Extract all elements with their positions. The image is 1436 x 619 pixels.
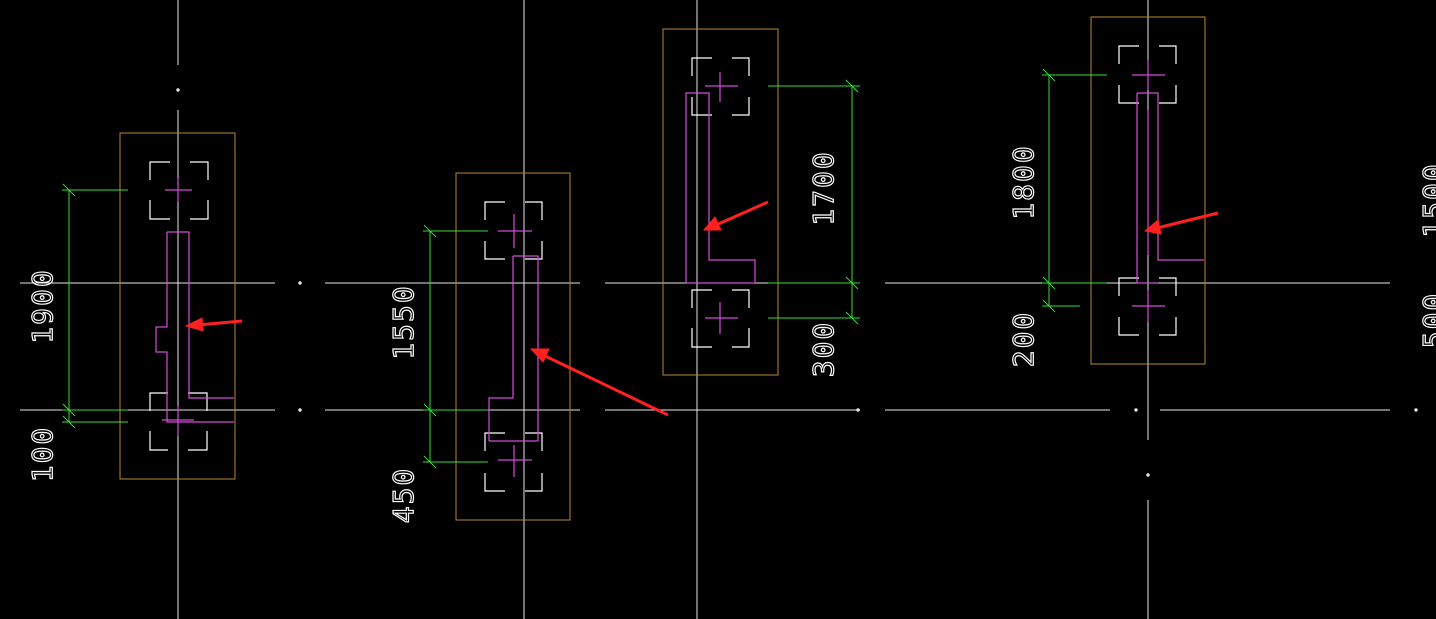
rebar-beam-2[interactable] — [488, 255, 539, 442]
dimension-text-1800[interactable]: 1800 — [1006, 144, 1040, 221]
dimension-group-2[interactable] — [423, 224, 488, 469]
column-4-bottom[interactable] — [1118, 277, 1177, 336]
rebar-beam-3[interactable] — [685, 92, 756, 284]
column-cross — [498, 445, 532, 477]
axis-lines — [20, 0, 1418, 619]
axis-dot — [1414, 408, 1418, 412]
column-symbols — [149, 45, 1177, 492]
axis-dot — [1134, 408, 1138, 412]
column-1-top[interactable] — [149, 161, 209, 220]
column-2-top[interactable] — [484, 201, 543, 260]
red-arrow-icon — [529, 348, 669, 417]
dimension-text-450[interactable]: 450 — [386, 466, 420, 524]
column-cross — [162, 406, 194, 436]
footing-outlines — [119, 16, 1206, 521]
dimension-texts: 1900 100 1550 450 1700 300 1800 200 1500… — [25, 144, 1436, 524]
column-2-bottom[interactable] — [484, 432, 543, 492]
column-cross — [705, 302, 738, 334]
footing-3[interactable] — [662, 28, 779, 376]
column-3-bottom[interactable] — [691, 289, 750, 348]
column-cross — [165, 178, 192, 202]
rebar-beam-4[interactable] — [1136, 92, 1204, 284]
dimension-group-1[interactable] — [62, 183, 128, 429]
column-cross — [1132, 60, 1165, 90]
axis-dot — [298, 408, 302, 412]
axis-dot — [176, 88, 180, 92]
column-cross — [498, 214, 532, 248]
dimension-text-1550[interactable]: 1550 — [386, 284, 420, 361]
dimension-text-1700[interactable]: 1700 — [806, 150, 840, 227]
footing-4[interactable] — [1090, 16, 1206, 365]
column-cross — [705, 72, 738, 102]
dimension-group-4[interactable] — [1042, 68, 1107, 313]
red-arrow-icon — [702, 200, 769, 231]
dimension-text-100[interactable]: 100 — [25, 425, 59, 483]
dimension-group-3[interactable] — [768, 79, 860, 325]
column-4-top[interactable] — [1118, 45, 1177, 104]
dimension-text-1900[interactable]: 1900 — [25, 268, 59, 345]
footing-2[interactable] — [455, 172, 571, 521]
pointer-arrows — [184, 200, 1219, 417]
axis-dot — [1146, 473, 1150, 477]
footing-1[interactable] — [119, 132, 236, 480]
column-cross — [1132, 290, 1165, 322]
red-arrow-icon — [184, 317, 243, 332]
axis-dot — [298, 281, 302, 285]
rebar-outlines — [155, 60, 1204, 477]
red-arrow-icon — [1143, 211, 1219, 235]
dimension-text-200[interactable]: 200 — [1006, 310, 1040, 368]
column-1-bottom[interactable] — [149, 392, 208, 451]
column-3-top[interactable] — [691, 57, 750, 116]
dimension-lines — [62, 68, 1107, 469]
dimension-text-1500[interactable]: 1500 — [1416, 162, 1436, 239]
dimension-text-500[interactable]: 500 — [1416, 291, 1436, 349]
axis-dot — [856, 408, 860, 412]
rebar-beam-1[interactable] — [155, 231, 234, 423]
dimension-text-300[interactable]: 300 — [806, 320, 840, 378]
